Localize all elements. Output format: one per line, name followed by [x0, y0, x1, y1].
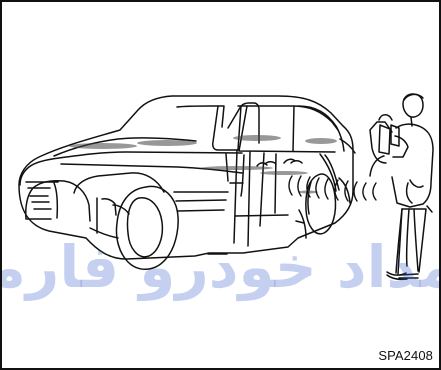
figure-code: SPA2408 — [378, 349, 433, 363]
watermark-text: امداد خودرو فارما — [2, 233, 441, 302]
shading-dots — [69, 135, 337, 194]
signal-waves — [289, 176, 376, 201]
